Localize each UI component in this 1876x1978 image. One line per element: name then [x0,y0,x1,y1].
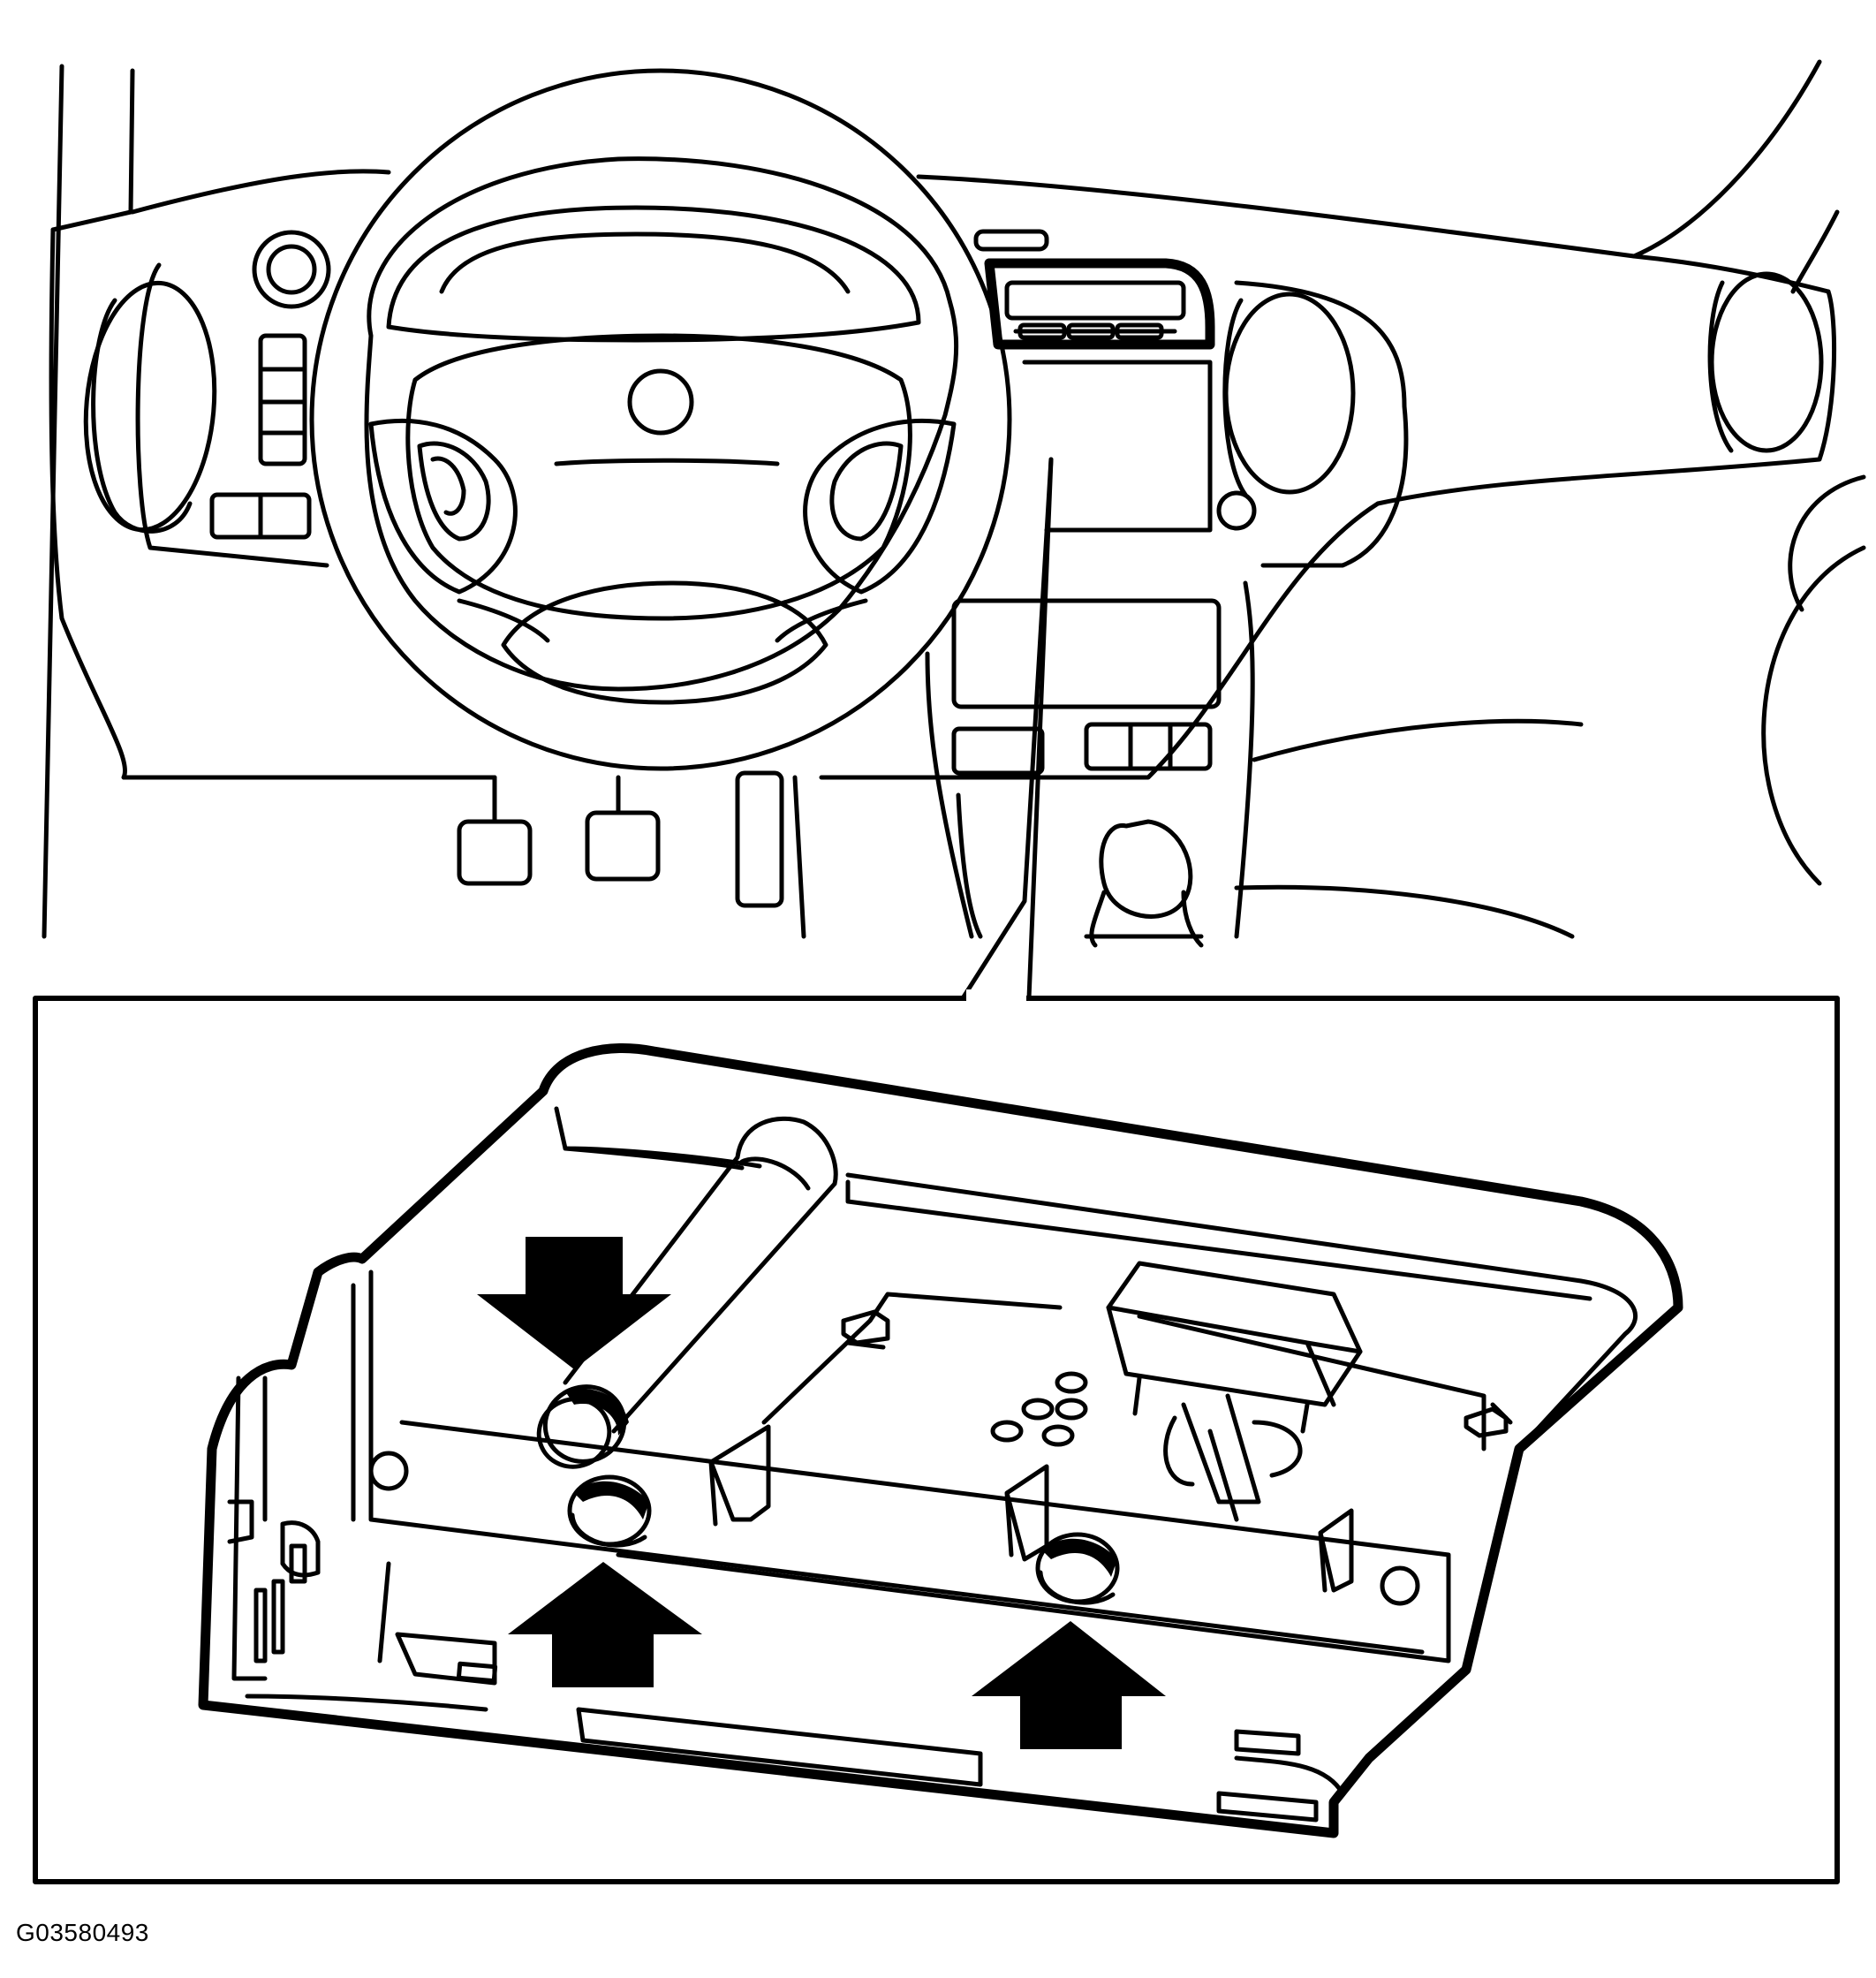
console-switch-row [1084,722,1213,771]
tray-floor [368,1269,1425,1655]
dashboard-view [42,59,1866,1001]
radio-bezel [984,258,1215,350]
rib-2 [1004,1464,1049,1562]
floor-slot-center [576,1707,983,1787]
vent-hole [1055,1371,1088,1394]
lower-spoke-opening [501,580,828,705]
left-spoke [368,418,518,595]
module-outline [198,1042,1683,1838]
inner-platform [761,1292,1486,1451]
accelerator-pedal [735,770,784,908]
steering-wheel-hub [405,333,912,621]
figure-id-label: G03580493 [16,1919,149,1946]
grommet-top [536,1384,629,1469]
gear-boot [1084,890,1204,948]
center-console [925,580,1255,939]
far-right-air-vent [1709,271,1824,453]
grommet-lower-right [1035,1532,1120,1605]
dashboard-body [49,227,1837,780]
right-clip-tab [1464,1406,1509,1438]
round-gauge-outer [252,230,331,309]
right-spoke [803,418,957,595]
steering-wheel [309,68,1012,771]
right-round-knob [1216,490,1257,531]
clutch-pedal [457,819,533,886]
right-seat-outline [1761,545,1866,886]
left-air-vent [83,280,217,533]
support-post [1181,1393,1261,1504]
horn-emblem [627,368,694,436]
arrow-down-press [477,1237,671,1369]
steering-wheel-rim-outer [309,68,1012,771]
radio-display [1004,280,1186,321]
center-console-panel [1022,360,1213,533]
bolt-hole-right [1380,1565,1420,1606]
steering-wheel-rim-inner [364,156,959,692]
tray-back-wall [399,1420,1451,1663]
detail-inset [33,989,1840,1884]
arrow-up-right [972,1621,1166,1749]
console-box [951,598,1222,709]
rib-3 [1318,1508,1354,1593]
left-clip-tab [841,1309,890,1345]
rib-1 [708,1424,771,1527]
inset-frame [33,996,1840,1884]
gear-shift-knob [1099,819,1193,919]
left-wall [231,1376,268,1681]
floor-slot-right [1234,1729,1301,1756]
arrow-up-left [508,1562,702,1687]
round-gauge-inner [266,244,317,295]
floor-slot-small [456,1661,498,1684]
right-a-pillar [1631,59,1822,259]
brake-pedal [585,810,661,882]
bolt-hole-left [368,1451,409,1491]
grommet-lower-left [567,1474,652,1548]
floor-slot-left [395,1632,497,1686]
module-inner-rim [554,1106,1638,1451]
callout-line-left [960,457,1054,1001]
right-air-vent [1223,292,1356,495]
